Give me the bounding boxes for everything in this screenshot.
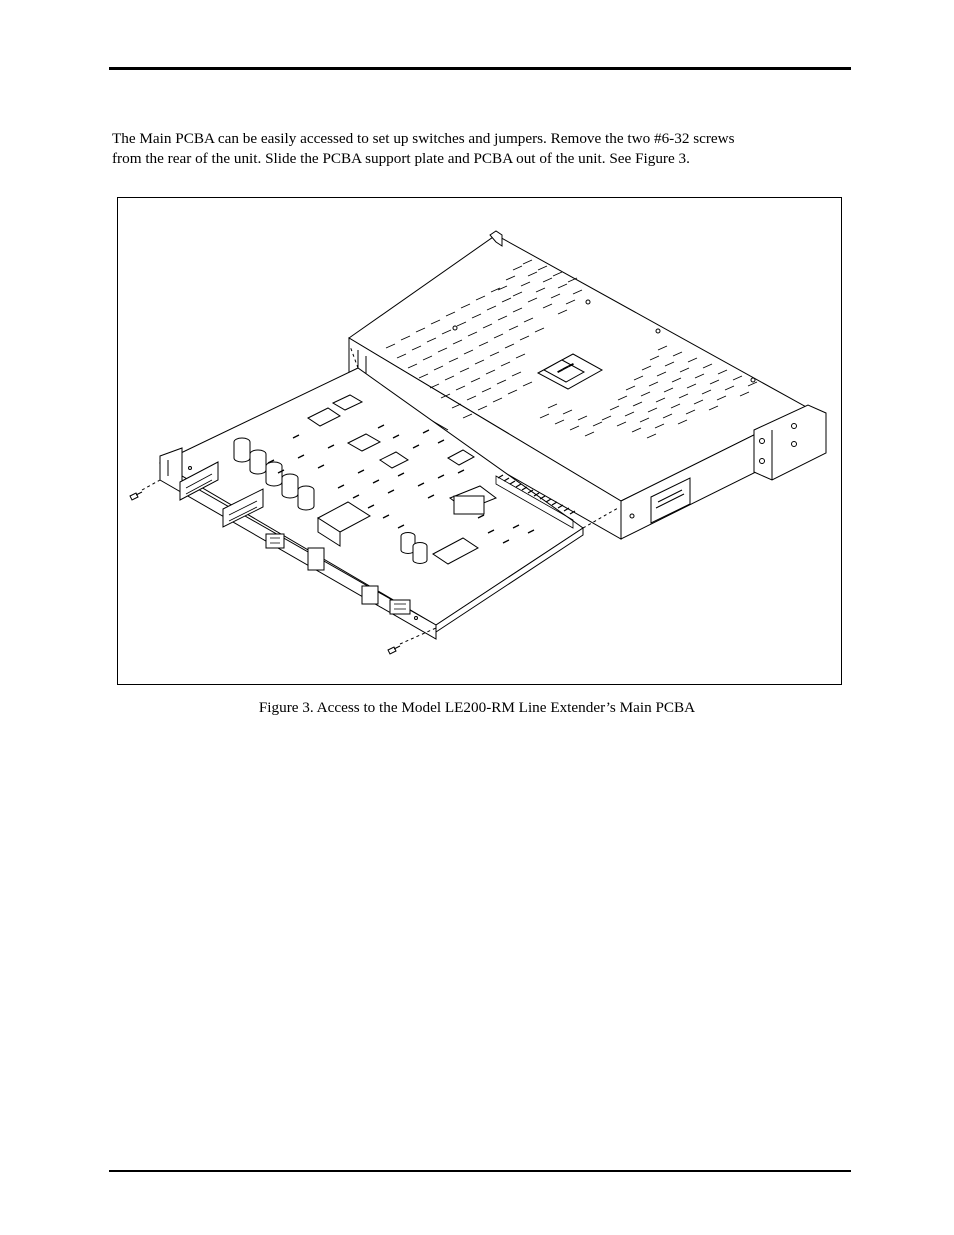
- pcba-assembly: [158, 367, 584, 640]
- chassis: ▬▬▬: [348, 230, 827, 540]
- figure-caption: Figure 3. Access to the Model LE200-RM L…: [258, 699, 696, 716]
- body-line-2: from the rear of the unit. Slide the PCB…: [112, 150, 690, 167]
- screws: [129, 345, 619, 655]
- body-line-1: The Main PCBA can be easily accessed to …: [112, 130, 735, 147]
- pcba-illustration: ▬▬▬: [129, 230, 827, 655]
- header-rule: [109, 67, 851, 70]
- body-paragraph: The Main PCBA can be easily accessed to …: [112, 129, 852, 169]
- footer-rule: [109, 1170, 851, 1172]
- figure-3-frame: ▬▬▬: [117, 197, 842, 685]
